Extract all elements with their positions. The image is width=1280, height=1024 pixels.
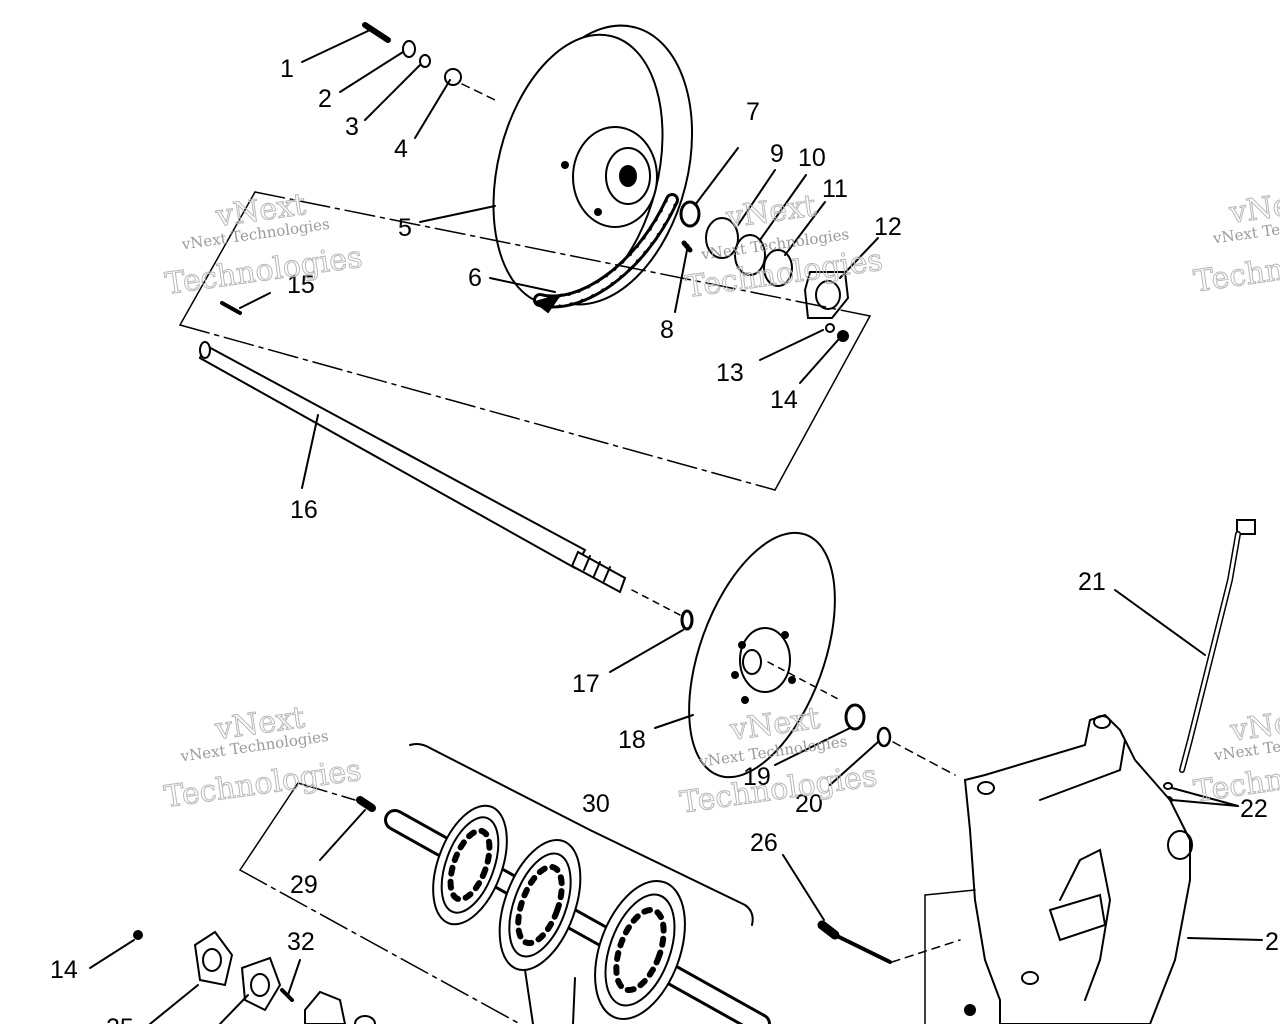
label-17: 17 bbox=[572, 670, 600, 698]
label-2-right: 2 bbox=[1265, 928, 1279, 956]
hardware-top bbox=[362, 22, 496, 101]
label-8: 8 bbox=[660, 316, 674, 344]
label-7: 7 bbox=[746, 98, 760, 126]
label-26: 26 bbox=[750, 829, 778, 857]
label-5: 5 bbox=[398, 214, 412, 242]
key bbox=[220, 301, 242, 315]
label-25: 25 bbox=[106, 1014, 134, 1024]
bolt-26 bbox=[817, 920, 961, 964]
label-21: 21 bbox=[1078, 568, 1106, 596]
label-32: 32 bbox=[287, 928, 315, 956]
label-14-lower: 14 bbox=[50, 956, 78, 984]
lower-flanges bbox=[133, 930, 376, 1024]
lower-bracket bbox=[239, 782, 521, 1024]
label-19: 19 bbox=[743, 763, 771, 791]
drive-chain bbox=[532, 193, 679, 314]
label-16: 16 bbox=[290, 496, 318, 524]
label-2: 2 bbox=[318, 85, 332, 113]
dipstick bbox=[1179, 519, 1256, 773]
o-ring bbox=[680, 609, 694, 631]
bolt-29 bbox=[356, 796, 376, 812]
assembly-bracket bbox=[179, 191, 871, 491]
label-12: 12 bbox=[874, 213, 902, 241]
label-22: 22 bbox=[1240, 795, 1268, 823]
jackshaft-assembly bbox=[384, 743, 771, 1024]
seal bbox=[844, 703, 866, 731]
sprocket-disc bbox=[688, 531, 841, 779]
label-3: 3 bbox=[345, 113, 359, 141]
label-14: 14 bbox=[770, 386, 798, 414]
label-9: 9 bbox=[770, 140, 784, 168]
chaincase-housing bbox=[924, 713, 1193, 1024]
drive-pulley bbox=[492, 24, 694, 307]
label-4: 4 bbox=[394, 135, 408, 163]
label-6: 6 bbox=[468, 264, 482, 292]
label-30: 30 bbox=[582, 790, 610, 818]
leader-lines bbox=[89, 29, 1263, 1024]
label-29: 29 bbox=[290, 871, 318, 899]
label-11: 11 bbox=[822, 175, 848, 203]
label-18: 18 bbox=[618, 726, 646, 754]
label-1: 1 bbox=[280, 55, 294, 83]
label-10: 10 bbox=[798, 144, 826, 172]
drive-shaft bbox=[198, 341, 681, 616]
gasket-22 bbox=[1163, 782, 1173, 790]
watermark-outline: Technologies bbox=[1192, 237, 1280, 299]
part-labels: 1 2 3 4 5 6 7 8 9 10 11 12 13 14 15 16 1… bbox=[50, 55, 1279, 1024]
label-13: 13 bbox=[716, 359, 744, 387]
label-20: 20 bbox=[795, 790, 823, 818]
label-15: 15 bbox=[287, 271, 315, 299]
bearing-assembly bbox=[679, 200, 850, 342]
o-ring-20 bbox=[876, 726, 892, 748]
